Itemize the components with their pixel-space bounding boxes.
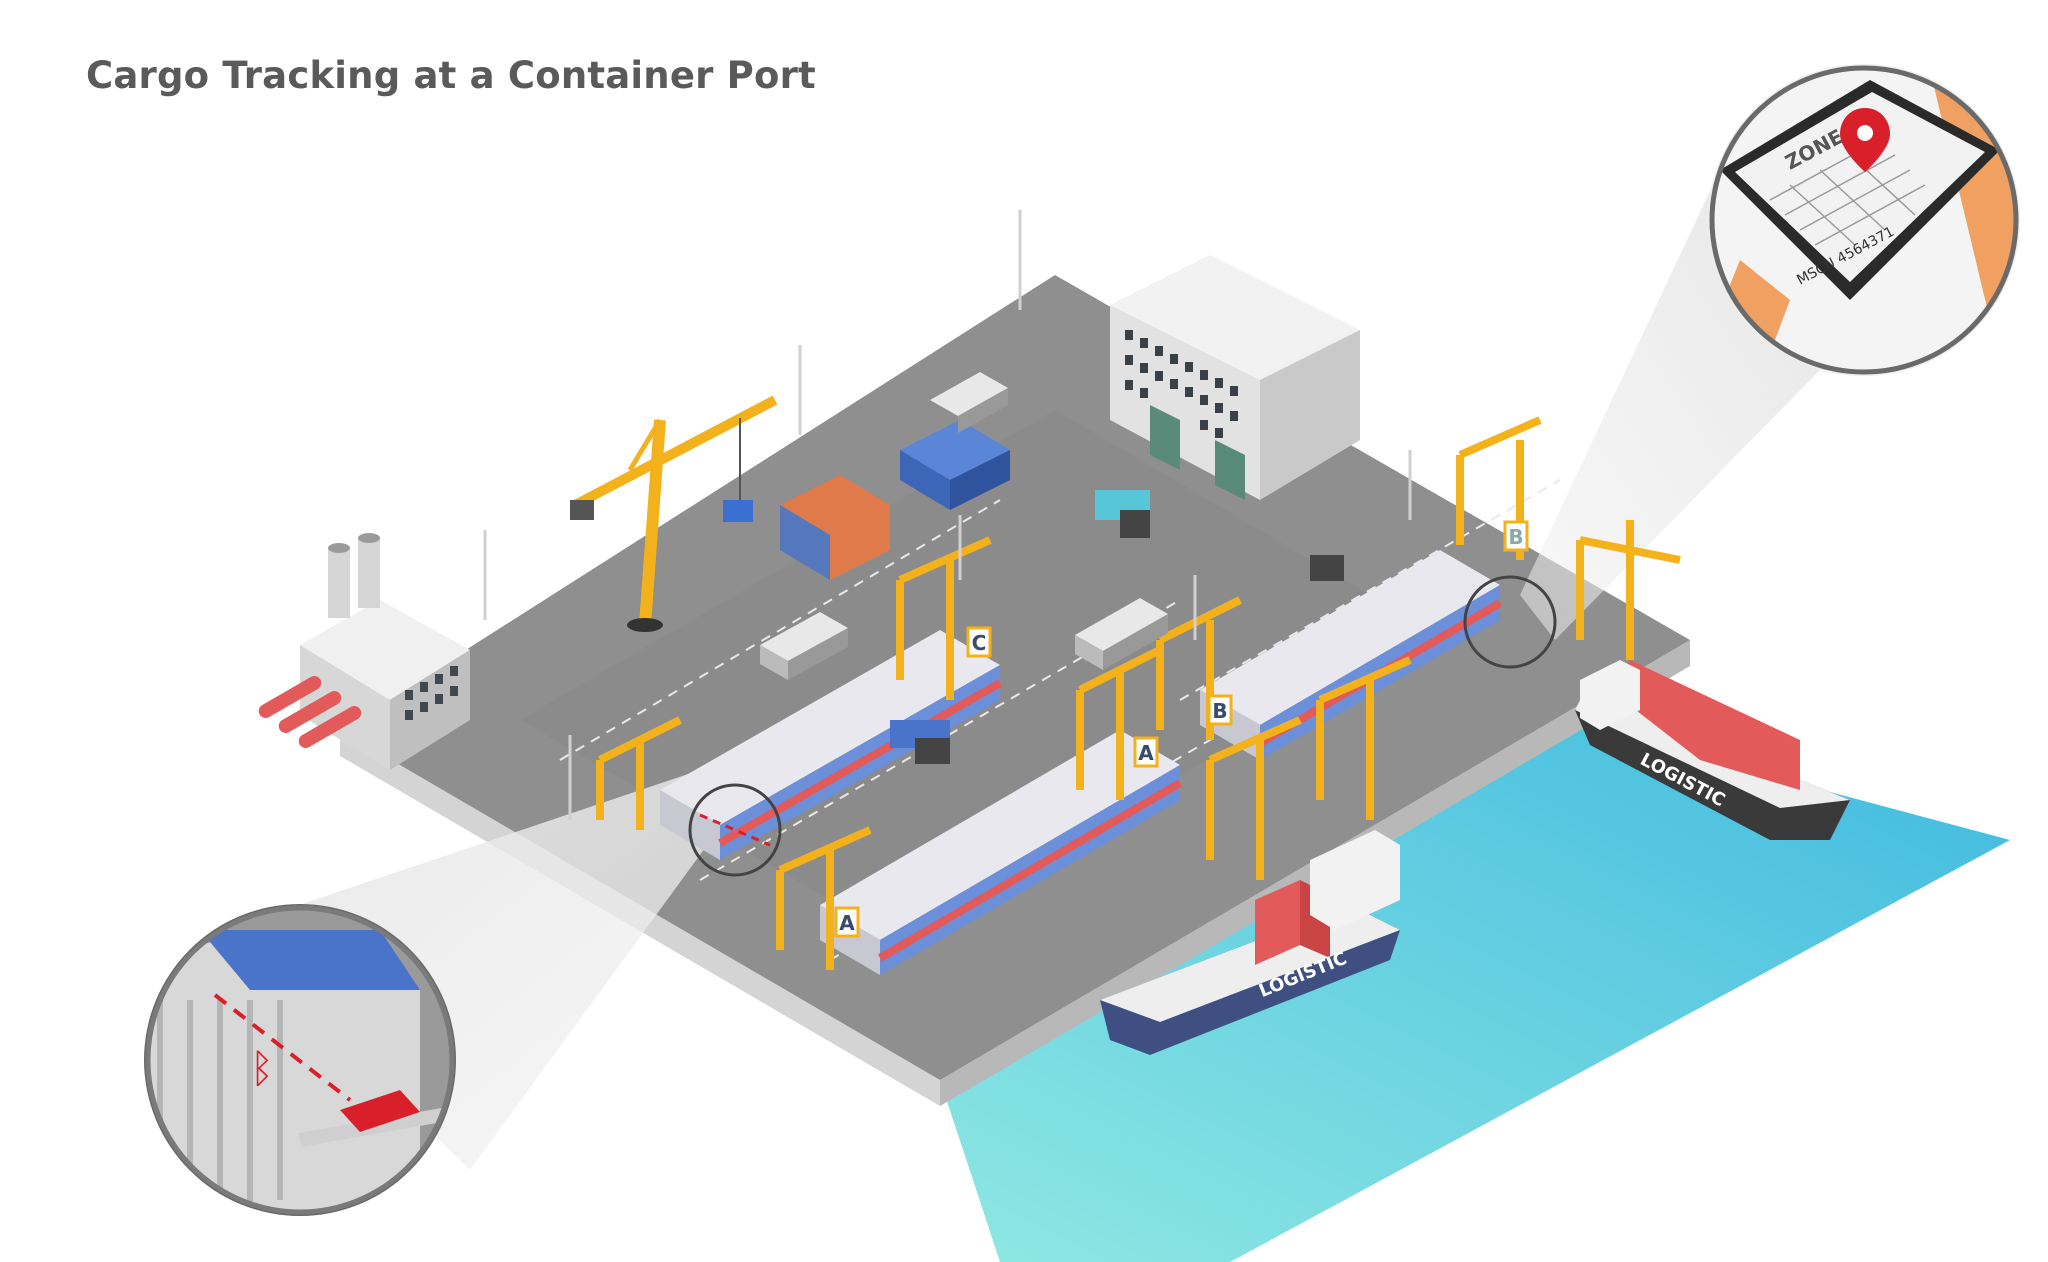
location-pin-icon bbox=[1840, 108, 1890, 172]
container-stack-yard bbox=[780, 420, 1010, 580]
truck-1 bbox=[760, 612, 848, 680]
bluetooth-icon: ᛒ bbox=[250, 1046, 274, 1092]
svg-text:A: A bbox=[839, 911, 855, 935]
office-building bbox=[1110, 255, 1360, 500]
svg-text:A: A bbox=[1138, 741, 1154, 765]
sensor-callout: ᛒ bbox=[144, 904, 456, 1216]
reach-stacker-3 bbox=[1310, 555, 1344, 581]
container-row-lower bbox=[820, 730, 1183, 975]
lamp-posts bbox=[483, 210, 1412, 820]
zone-label-c: C bbox=[966, 626, 992, 658]
truck-3 bbox=[930, 372, 1008, 433]
cargo-ship-back: LOGISTIC bbox=[1575, 660, 1850, 840]
zone-label-a-left: A bbox=[834, 906, 860, 938]
svg-text:C: C bbox=[972, 631, 987, 655]
zone-label-a-right: A bbox=[1133, 736, 1159, 768]
zone-label-b: B bbox=[1207, 694, 1233, 726]
tracking-beacon-zone-a bbox=[688, 783, 782, 877]
reach-stacker-2 bbox=[890, 720, 950, 764]
factory-building bbox=[258, 533, 470, 770]
page-title: Cargo Tracking at a Container Port bbox=[86, 54, 816, 97]
gantry-cranes bbox=[596, 416, 1681, 970]
zoom-beam-left bbox=[225, 770, 740, 1170]
svg-text:B: B bbox=[1212, 699, 1227, 723]
harbor-water bbox=[940, 720, 2010, 1262]
reach-stacker-1 bbox=[1095, 490, 1150, 538]
tracking-beacon-zone-b bbox=[1463, 575, 1557, 669]
tower-crane bbox=[570, 395, 778, 632]
zone-label-b-far: B bbox=[1503, 520, 1529, 552]
truck-2 bbox=[1075, 598, 1168, 670]
svg-text:B: B bbox=[1508, 525, 1523, 549]
